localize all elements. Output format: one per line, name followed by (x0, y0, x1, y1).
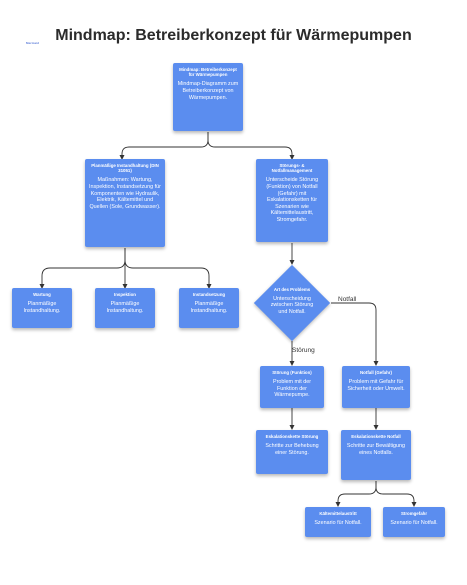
node-refrigerant-body: Szenario für Notfall. (314, 520, 362, 527)
node-fault: Störung (Funktion) Problem mit der Funkt… (260, 366, 324, 408)
node-planned-maintenance: Planmäßige Instandhaltung (DIN 31051) Ma… (85, 159, 165, 247)
node-incident-management: Störungs- & Notfallmanagement Unterschei… (256, 159, 328, 242)
node-refrigerant-heading: Kältemittelaustritt (319, 511, 357, 516)
edge-label-emergency: Notfall (338, 296, 357, 303)
edge-label-fault: Störung (292, 347, 315, 354)
node-fault-escalation: Eskalationskette Störung Schritte zur Be… (256, 430, 328, 474)
node-emergency-escalation: Eskalationskette Notfall Schritte zur Be… (341, 430, 411, 480)
decision-heading: Art des Problems (273, 287, 311, 292)
node-incidents-body: Unterscheide Störung (Funktion) von Notf… (265, 177, 319, 223)
node-inspection: Inspektion Planmäßige Instandhaltung. (95, 288, 155, 328)
node-emergency-body: Problem mit Gefahr für Sicherheit oder U… (347, 379, 405, 392)
node-planned-body: Maßnahmen: Wartung, Inspektion, Instands… (89, 177, 161, 210)
node-electrical-hazard: Stromgefahr Szenario für Notfall. (383, 507, 445, 537)
node-fault-chain-heading: Eskalationskette Störung (265, 434, 319, 439)
node-power-heading: Stromgefahr (400, 511, 428, 516)
node-root-heading: Mindmap: Betreiberkonzept für Wärmepumpe… (179, 67, 237, 78)
node-power-body: Szenario für Notfall. (390, 520, 438, 527)
node-maintenance: Wartung Planmäßige Instandhaltung. (12, 288, 72, 328)
decision-text: Art des Problems Unterscheidung zwischen… (253, 287, 331, 315)
node-emergency-heading: Notfall (Gefahr) (360, 370, 392, 375)
node-root: Mindmap: Betreiberkonzept für Wärmepumpe… (173, 63, 243, 131)
node-planned-heading: Planmäßige Instandhaltung (DIN 31051) (91, 163, 159, 174)
node-incidents-heading: Störungs- & Notfallmanagement (271, 163, 313, 174)
node-emergency-chain-body: Schritte zur Bewältigung eines Notfalls. (346, 443, 406, 456)
node-inspection-body: Planmäßige Instandhaltung. (106, 301, 144, 314)
node-emergency-chain-heading: Eskalationskette Notfall (351, 434, 401, 439)
node-inspection-heading: Inspektion (114, 292, 136, 297)
node-repair: Instandsetzung Planmäßige Instandhaltung… (179, 288, 239, 328)
diagram-title: Mindmap: Betreiberkonzept für Wärmepumpe… (55, 27, 412, 44)
logo: Mermaid (26, 41, 40, 45)
node-fault-heading: Störung (Funktion) (272, 370, 312, 375)
node-repair-body: Planmäßige Instandhaltung. (190, 301, 228, 314)
decision-body: Unterscheidung zwischen Störung und Notf… (270, 296, 314, 315)
node-refrigerant-leak: Kältemittelaustritt Szenario für Notfall… (305, 507, 371, 537)
node-maintenance-body: Planmäßige Instandhaltung. (23, 301, 61, 314)
node-repair-heading: Instandsetzung (192, 292, 226, 297)
node-fault-body: Problem mit der Funktion der Wärmepumpe. (272, 379, 312, 399)
node-maintenance-heading: Wartung (33, 292, 51, 297)
node-fault-chain-body: Schritte zur Behebung einer Störung. (265, 443, 319, 456)
node-root-body: Mindmap-Diagramm zum Betreiberkonzept vo… (177, 81, 239, 101)
node-emergency: Notfall (Gefahr) Problem mit Gefahr für … (342, 366, 410, 408)
